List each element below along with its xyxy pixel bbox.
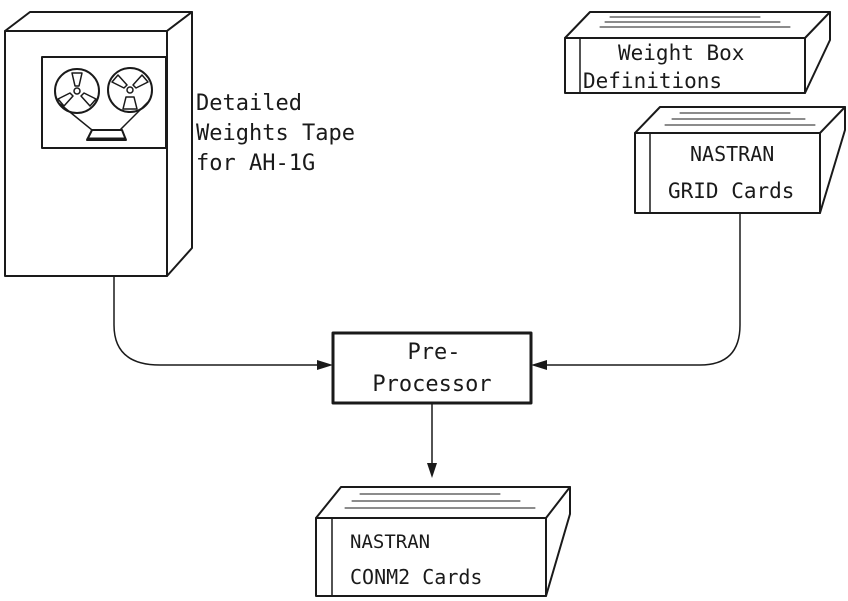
grid-cards-label-line2: GRID Cards (668, 179, 794, 203)
tape-drive (5, 12, 192, 276)
tape-arrowhead (317, 360, 333, 370)
cards-arrowhead (531, 360, 547, 370)
tape-label-line3: for AH-1G (196, 151, 315, 176)
conm2-cards-label-line1: NASTRAN (350, 531, 430, 553)
cards-to-preprocessor-line (536, 213, 740, 365)
weight-box-label-line2: Definitions (583, 69, 722, 93)
grid-cards-label-line1: NASTRAN (690, 142, 774, 166)
tape-label-line1: Detailed (196, 91, 302, 116)
weight-box-label-line1: Weight Box (618, 41, 744, 65)
tape-to-preprocessor-line (114, 276, 328, 365)
conm2-arrowhead (427, 463, 437, 478)
preprocessor-label-line1: Pre- (408, 340, 461, 365)
conm2-cards-label-line2: CONM2 Cards (350, 565, 482, 589)
tape-label-line2: Weights Tape (196, 121, 355, 146)
preprocessor-label-line2: Processor (372, 372, 491, 397)
